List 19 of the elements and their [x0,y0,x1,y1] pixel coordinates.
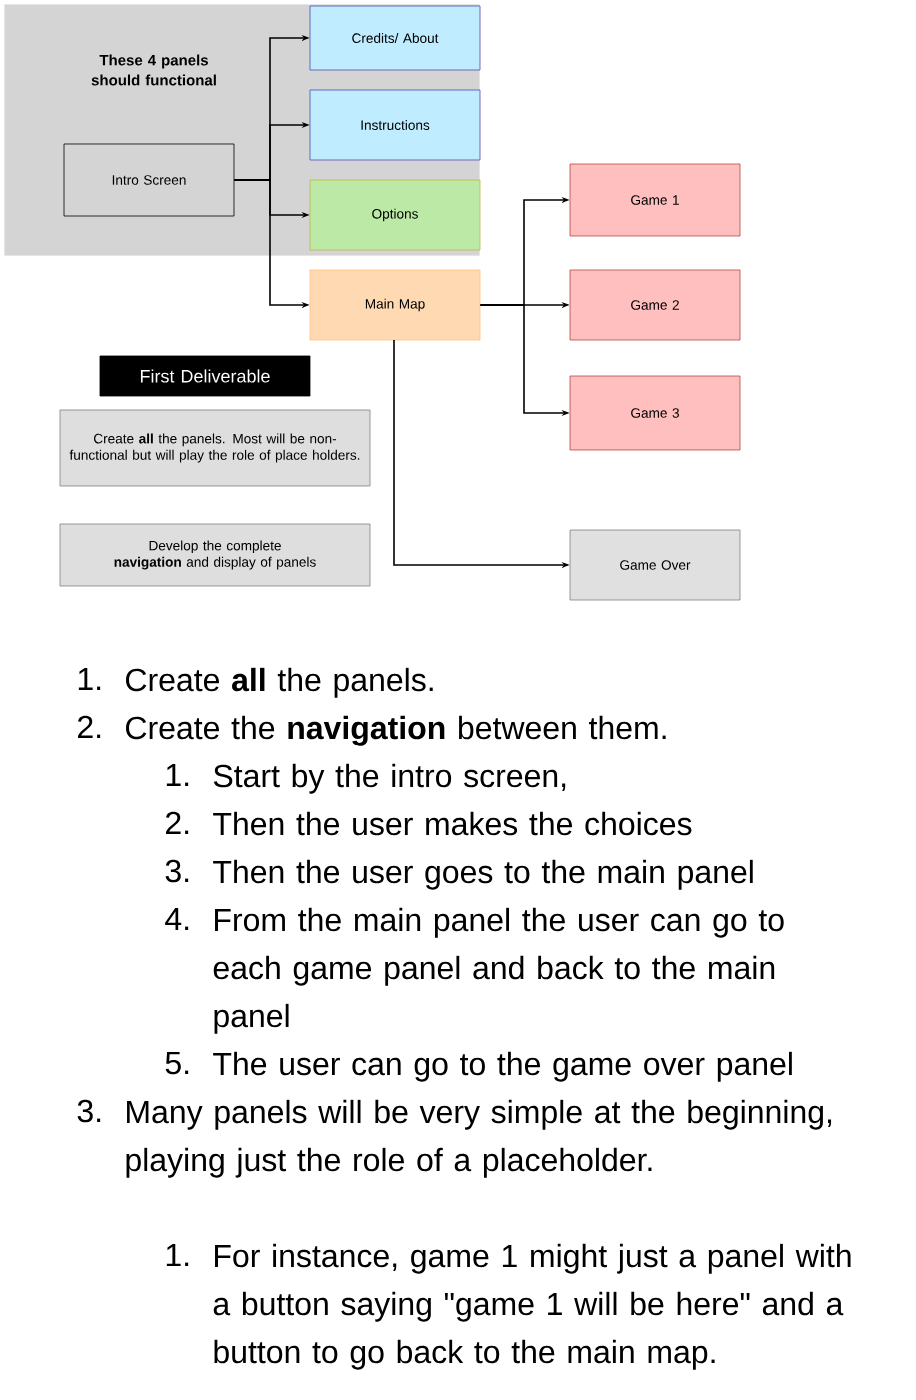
list-item: Then the user goes to the main panel [213,859,753,890]
list-item: Then the user makes the choices [213,811,692,836]
list-number: 1. [78,668,101,690]
list-number: 2. [78,715,101,738]
list-item: Create the navigation between them. [126,715,666,746]
list-item: Many panels will be very simple at the beginning, playing just the role of a placeholder. [126,1099,832,1178]
list-number: 1. [166,764,189,786]
list-number: 2. [166,811,189,834]
list-item: For instance, game 1 might just a panel with a button saying "game 1 will be here" and a button to go back to the main map. [213,1243,851,1370]
list-number: 1. [166,1244,189,1266]
list-item: Create all the panels. [126,667,433,698]
list-number: 3. [77,1099,101,1123]
list-number: 5. [165,1052,189,1075]
list-item: From the main panel the user can go to each game panel and back to the main panel [213,907,784,1034]
list-item: The user can go to the game over panel [213,1051,792,1082]
list-number: 4. [165,908,189,930]
list-number: 3. [165,859,189,883]
heading-box: First Deliverable [99,355,311,397]
list-item: Start by the intro screen, [213,763,566,794]
